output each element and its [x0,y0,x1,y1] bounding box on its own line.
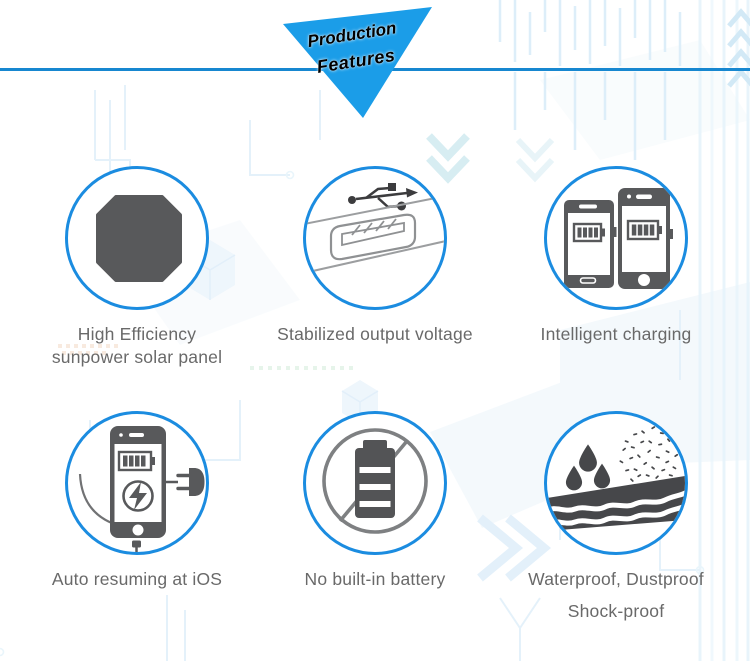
feature-card-no-battery: No built-in battery [255,411,495,591]
feature-ring [544,411,688,555]
solar-panel-icon [96,195,182,282]
badge-triangle [283,7,432,118]
feature-label-line: sunpower solar panel [51,347,223,367]
feature-label-line: Waterproof, Dustproof [528,569,704,589]
feature-card-waterproof: Waterproof, Dustproof Shock-proof [496,411,736,623]
feature-label-line: Auto resuming at iOS [51,569,223,589]
no-battery-icon [322,428,428,534]
feature-ring [65,166,209,310]
feature-ring [544,166,688,310]
feature-label-line: High Efficiency [77,324,197,344]
feature-label-line: Intelligent charging [540,324,692,344]
feature-ring [303,411,447,555]
feature-label: Intelligent charging [541,323,692,346]
feature-label: Stabilized output voltage [277,323,473,346]
production-features-badge: Production Features [0,0,750,140]
feature-label: No built-in battery [305,568,446,591]
feature-card-solar-panel: High Efficiency sunpower solar panel [17,166,257,369]
phones-charging-icon [564,188,673,289]
feature-ring [65,411,209,555]
usb-port-icon [306,183,444,274]
feature-card-usb-output: Stabilized output voltage [255,166,495,346]
dust-specks [619,426,680,484]
feature-ring [303,166,447,310]
feature-label-line: Stabilized output voltage [277,324,473,344]
feature-label-line: No built-in battery [304,569,446,589]
feature-label-line: Shock-proof [567,601,665,621]
feature-label: High Efficiency sunpower solar panel [52,323,222,369]
feature-label: Auto resuming at iOS [52,568,222,591]
feature-card-auto-resuming: Auto resuming at iOS [17,411,257,591]
feature-card-intelligent-charging: Intelligent charging [496,166,736,346]
waterproof-icon [547,426,685,531]
feature-label: Waterproof, Dustproof Shock-proof [528,568,704,623]
phone-plug-icon [78,426,205,552]
